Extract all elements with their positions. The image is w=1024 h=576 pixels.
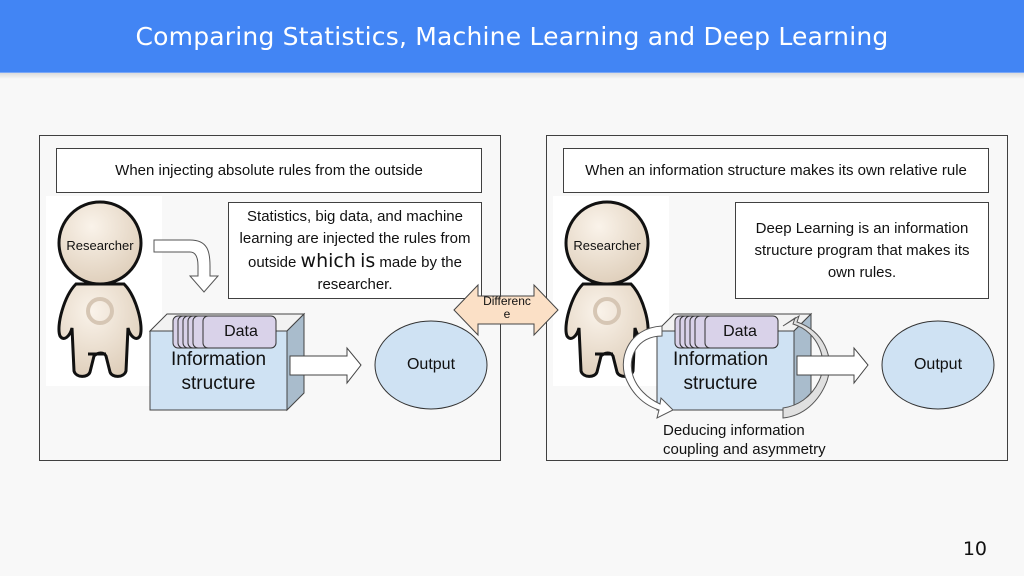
slide-header: Comparing Statistics, Machine Learning a… [0,0,1024,73]
data-card [202,315,277,349]
caption-line2: coupling and asymmetry [663,441,826,458]
researcher-figure: Researcher [46,196,162,386]
researcher-icon [564,200,650,378]
output-ellipse [374,320,488,410]
output-label: Output [406,356,456,373]
desc-part: Statistics, big data, and machine learni… [239,207,471,271]
slide-title: Comparing Statistics, Machine Learning a… [135,21,889,51]
difference-label-line2: e [503,307,511,321]
desc-part: made by the researcher. [317,253,462,293]
right-heading-box: When an information structure makes its … [563,148,989,193]
info-structure-line2: structure [181,373,256,394]
data-label: Data [723,323,757,340]
researcher-icon [57,200,143,378]
right-description-box: Deep Learning is an information structur… [735,202,989,299]
right-panel: When an information structure makes its … [546,135,1008,461]
left-description-box: Statistics, big data, and machine learni… [228,202,482,299]
data-card [704,315,779,349]
right-description-text: Deep Learning is an information structur… [754,219,970,281]
researcher-label: Researcher [66,238,134,253]
header-shadow [0,73,1024,79]
difference-label-line1: Differenc [483,294,531,308]
right-diagram [622,312,995,419]
desc-part-large: which [300,249,356,272]
data-label: Data [224,323,258,340]
right-heading-text: When an information structure makes its … [585,161,967,179]
cycle-arrow-left [622,325,674,419]
output-label: Output [913,356,963,373]
info-structure-line1: Information [672,349,769,370]
info-structure-line1: Information [170,349,267,370]
left-heading-text: When injecting absolute rules from the o… [115,161,423,179]
info-structure-label: Information structure [652,348,789,396]
left-heading-box: When injecting absolute rules from the o… [56,148,482,193]
info-structure-label: Information structure [150,348,287,396]
left-panel: When injecting absolute rules from the o… [39,135,501,461]
caption-line1: Deducing information [663,422,805,439]
info-structure-line2: structure [683,373,758,394]
right-arrow [796,346,869,385]
left-diagram [148,239,488,412]
left-description-text: Statistics, big data, and machine learni… [237,206,473,296]
output-ellipse [881,320,995,410]
cycle-arrow-right [782,314,830,419]
researcher-figure: Researcher [553,196,669,386]
difference-double-arrow [453,283,559,337]
right-arrow [289,346,362,385]
deducing-caption: Deducing information coupling and asymme… [663,421,826,459]
desc-part-large: is [360,249,376,272]
difference-label: Differenc e [474,295,540,321]
curved-down-arrow [153,239,220,293]
page-number: 10 [962,538,987,560]
researcher-label: Researcher [573,238,641,253]
